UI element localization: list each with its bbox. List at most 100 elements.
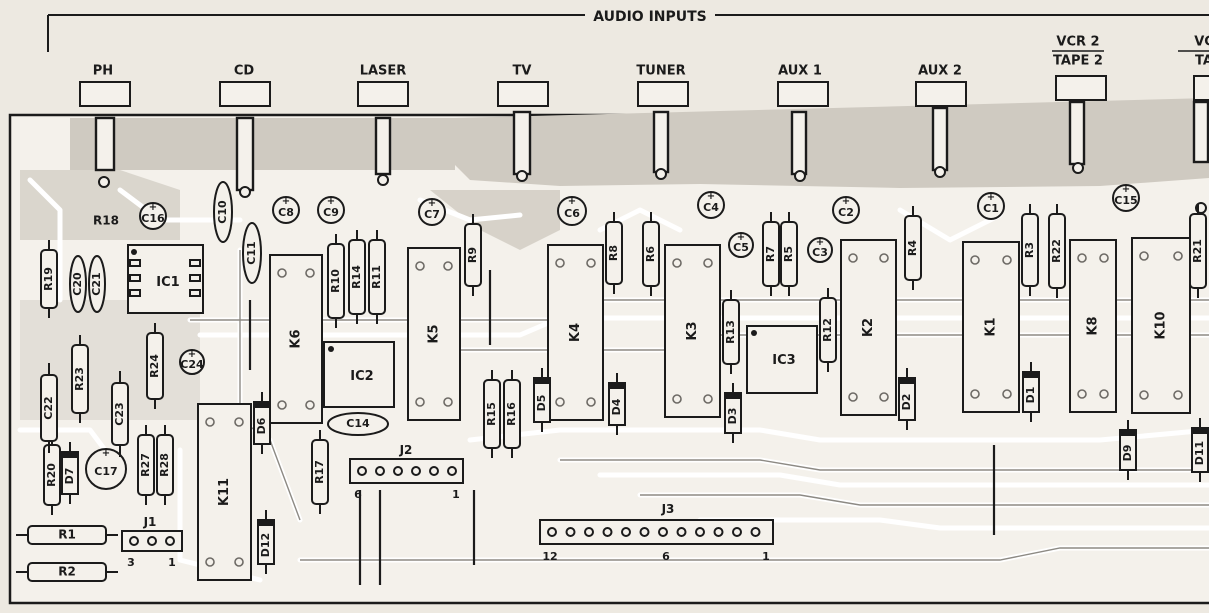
capacitor-plus: + (188, 349, 196, 360)
relay-k8: K8 (1069, 239, 1117, 413)
capacitor-plus: + (842, 196, 850, 207)
capacitor-label: C2 (838, 206, 854, 219)
resistor-label: R20 (45, 463, 58, 487)
capacitor-c17: +C17 (85, 448, 127, 490)
capacitor-plus: + (987, 192, 995, 203)
resistor-label: R27 (139, 453, 152, 477)
capacitor-label: C21 (90, 272, 103, 295)
capacitor-plus: + (816, 237, 824, 248)
resistor-r19: R19 (40, 240, 58, 318)
j1-pin-last: 1 (168, 556, 176, 569)
j3-pin (639, 527, 650, 537)
relay-k5: K5 (407, 247, 461, 421)
resistor-label: R23 (73, 367, 86, 391)
resistor-r21: R21 (1189, 204, 1207, 298)
resistor-r16: R16 (503, 370, 521, 458)
capacitor-label: C23 (113, 402, 126, 425)
relay-label: K10 (1154, 311, 1169, 339)
input-label: PH (93, 64, 113, 79)
resistor-r6: R6 (642, 212, 660, 296)
relay-label: K11 (217, 478, 232, 506)
resistor-label: R9 (466, 247, 479, 263)
connector-j3: J3 12 6 1 (539, 502, 774, 563)
relay-k10: K10 (1131, 237, 1191, 414)
ic2: IC2 (323, 341, 395, 408)
capacitor-c2: +C2 (832, 196, 860, 224)
j3-pin (750, 527, 761, 537)
resistor-label: R13 (724, 320, 737, 344)
capacitor-label: C22 (42, 396, 55, 419)
input-jack: TUNER (636, 64, 689, 180)
capacitor-plus: + (568, 196, 576, 207)
capacitor-c1: +C1 (977, 192, 1005, 220)
resistor-label: R7 (764, 246, 777, 262)
input-jack: AUX 1 (777, 64, 829, 182)
resistor-r28: R28 (156, 425, 174, 505)
capacitor-label: C10 (216, 200, 229, 224)
resistor-r23: R23 (71, 335, 89, 423)
j2-pin-first: 6 (354, 488, 362, 501)
input-label: AUX 1 (778, 64, 822, 79)
ic2-label: IC2 (350, 369, 373, 384)
diode-label: D3 (726, 408, 739, 425)
j1-pin-first: 3 (127, 556, 135, 569)
resistor-r5: R5 (780, 212, 798, 296)
capacitor-label: C24 (180, 358, 204, 371)
ic3: IC3 (746, 325, 818, 394)
j3-pin (676, 527, 687, 537)
diode-label: D12 (259, 533, 272, 557)
ic1: IC1 (127, 244, 204, 314)
j2-pin (411, 466, 421, 476)
capacitor-label: C15 (1114, 194, 1137, 207)
j3-pin-last: 1 (762, 550, 770, 563)
capacitor-c16: +C16 (139, 202, 167, 230)
diode-label: D6 (255, 417, 268, 434)
connector-j2: J2 6 1 (349, 443, 464, 501)
diode-label: D5 (535, 395, 548, 412)
j3-pin (621, 527, 631, 537)
resistor-label: R11 (370, 265, 383, 289)
capacitor-label: C5 (733, 241, 749, 254)
capacitor-c5: +C5 (728, 232, 754, 258)
resistor-label: R15 (485, 402, 498, 426)
capacitor-c9: +C9 (317, 196, 345, 224)
capacitor-label: C3 (812, 246, 828, 259)
capacitor-c4: +C4 (697, 191, 725, 219)
capacitor-plus: + (327, 196, 335, 207)
capacitor-c7: +C7 (418, 198, 446, 226)
capacitor-label: C7 (424, 208, 440, 221)
ic3-label: IC3 (772, 353, 795, 368)
resistor-r20: R20 (43, 435, 61, 515)
resistor-label: R17 (313, 460, 326, 484)
resistor-r24: R24 (146, 323, 164, 409)
audio-inputs-title: AUDIO INPUTS (593, 9, 707, 25)
resistor-r14: R14 (348, 230, 366, 324)
resistor-r10: R10 (327, 234, 345, 328)
capacitor-c15: +C15 (1112, 184, 1140, 212)
j3-pin (547, 527, 557, 537)
input-label: TUNER (636, 64, 685, 79)
capacitor-plus: + (282, 196, 290, 207)
resistor-label: R3 (1023, 242, 1036, 258)
diode-d6: D6 (253, 392, 271, 454)
relay-label: K5 (427, 324, 442, 343)
input-label: CD (234, 64, 255, 79)
resistor-r2: R2 (16, 562, 118, 582)
j3-pin (602, 527, 613, 537)
input-label: VC (1194, 35, 1209, 50)
resistor-label: R14 (350, 265, 363, 289)
input-jack: PH (79, 64, 131, 188)
diode-d12: D12 (257, 510, 275, 574)
capacitor-c11: C11 (242, 222, 262, 284)
relay-label: K1 (984, 317, 999, 336)
diode-d2: D2 (898, 368, 916, 430)
capacitor-label: C20 (71, 272, 84, 296)
j1-label: J1 (143, 515, 157, 529)
resistor-r4: R4 (904, 206, 922, 290)
relay-k1: K1 (962, 241, 1020, 413)
capacitor-c23: C23 (111, 371, 129, 457)
input-jack: AUX 2 (915, 64, 967, 178)
input-sublabel: TA (1195, 54, 1209, 69)
